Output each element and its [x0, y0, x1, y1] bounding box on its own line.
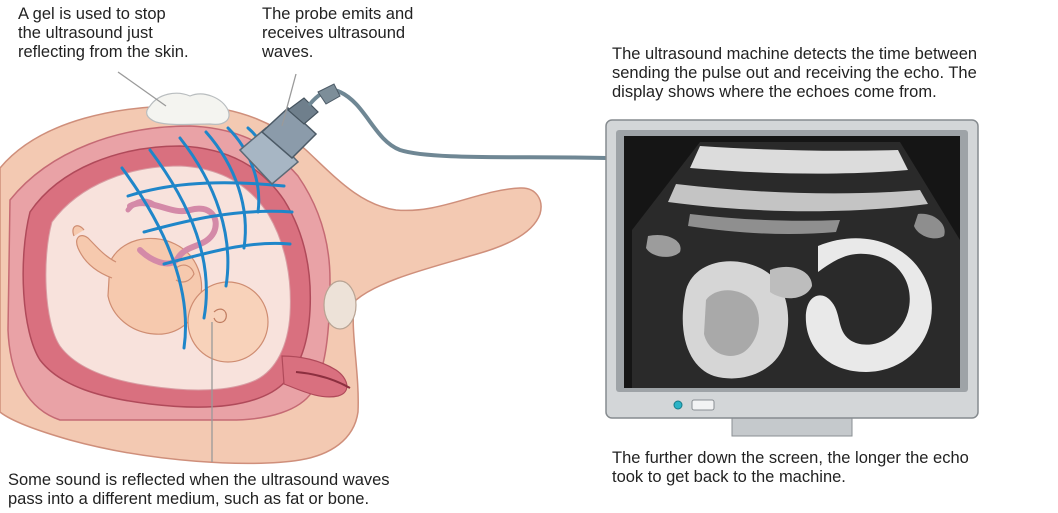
machine-label-line-1: The ultrasound machine detects the time … [612, 45, 977, 64]
ultrasound-image [632, 142, 960, 388]
patient-cross-section [0, 84, 606, 463]
gel-label-line-1: A gel is used to stop [18, 5, 189, 24]
machine-label-line-2: sending the pulse out and receiving the … [612, 64, 977, 83]
screen-depth-label: The further down the screen, the longer … [612, 449, 969, 487]
gel [147, 93, 229, 124]
probe-label-line-3: waves. [262, 43, 413, 62]
cable-plug [318, 84, 340, 104]
monitor-icon [606, 120, 978, 436]
reflection-label-line-2: pass into a different medium, such as fa… [8, 490, 390, 509]
probe-label-line-2: receives ultrasound [262, 24, 413, 43]
bladder [324, 281, 356, 329]
gel-label-line-2: the ultrasound just [18, 24, 189, 43]
reflection-label: Some sound is reflected when the ultraso… [8, 471, 390, 509]
machine-label-line-3: display shows where the echoes come from… [612, 83, 977, 102]
reflection-label-line-1: Some sound is reflected when the ultraso… [8, 471, 390, 490]
screen-depth-label-line-2: took to get back to the machine. [612, 468, 969, 487]
gel-label: A gel is used to stop the ultrasound jus… [18, 5, 189, 62]
fetus-head [188, 282, 268, 362]
monitor-button [692, 400, 714, 410]
machine-label: The ultrasound machine detects the time … [612, 45, 977, 102]
probe-cable [310, 90, 606, 158]
gel-leader [118, 72, 166, 106]
power-indicator-icon [674, 401, 682, 409]
gel-label-line-3: reflecting from the skin. [18, 43, 189, 62]
screen-depth-label-line-1: The further down the screen, the longer … [612, 449, 969, 468]
probe-label: The probe emits and receives ultrasound … [262, 5, 413, 62]
probe-label-line-1: The probe emits and [262, 5, 413, 24]
